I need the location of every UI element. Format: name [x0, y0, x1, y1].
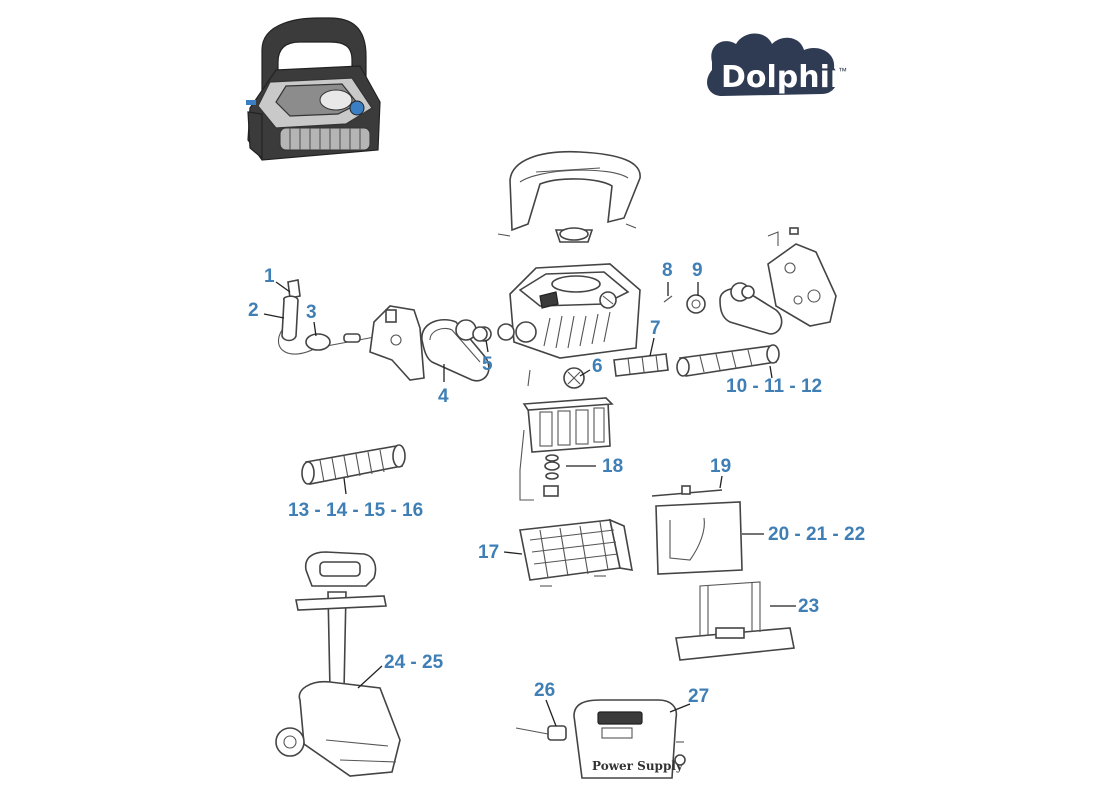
callout-7: 7: [650, 318, 661, 339]
gear-part: [663, 294, 706, 314]
callout-24-25: 24 - 25: [384, 652, 444, 673]
filter-housing-part: [519, 397, 614, 501]
track-right: [719, 282, 783, 335]
power-supply-label: Power Supply: [592, 759, 684, 773]
callout-23: 23: [798, 596, 819, 617]
callout-1: 1: [264, 266, 275, 287]
leader-lines: [263, 281, 796, 727]
side-panel-left: [369, 305, 425, 381]
caddy-cart-part: [275, 551, 401, 777]
callout-9: 9: [692, 260, 703, 281]
filter-panel-part: [655, 501, 743, 575]
logo-text: Dolphin: [721, 60, 851, 95]
roller-brush-part: [676, 344, 780, 377]
valve-part: [543, 454, 560, 497]
callout-10-11-12: 10 - 11 - 12: [726, 376, 822, 397]
trademark-symbol: ™: [838, 66, 847, 76]
impeller-part: [563, 367, 585, 389]
callout-5: 5: [482, 354, 493, 375]
power-supply-part: Power Supply: [573, 699, 686, 779]
callout-8: 8: [662, 260, 673, 281]
callout-labels: 1 2 3 4 5 6 7 8 9 10 - 11 - 12 13 - 14 -…: [248, 260, 865, 707]
side-panel-right: [767, 227, 837, 327]
filter-frame-part: [675, 581, 795, 661]
top-handle-part: [497, 150, 641, 243]
callout-6: 6: [592, 356, 603, 377]
filter-clip-part: [651, 485, 723, 497]
callout-18: 18: [602, 456, 623, 477]
swivel-connector-part: [515, 725, 567, 741]
pva-brush-part: [301, 444, 406, 485]
robot-product-image: [246, 17, 381, 161]
callout-26: 26: [534, 680, 555, 701]
filter-strip-part: [613, 353, 669, 377]
callout-19: 19: [710, 456, 731, 477]
callout-27: 27: [688, 686, 709, 707]
dolphin-logo: Dolphin ™: [707, 33, 851, 96]
callout-13-14-15-16: 13 - 14 - 15 - 16: [288, 500, 423, 521]
callout-4: 4: [438, 386, 449, 407]
callout-3: 3: [306, 302, 317, 323]
callout-17: 17: [478, 542, 499, 563]
swivel-cable-part: [277, 279, 381, 355]
filter-basket-part: [519, 518, 633, 587]
callout-20-21-22: 20 - 21 - 22: [768, 524, 865, 545]
motor-unit-body: [476, 263, 641, 387]
callout-2: 2: [248, 300, 259, 321]
track-left: [421, 318, 490, 382]
